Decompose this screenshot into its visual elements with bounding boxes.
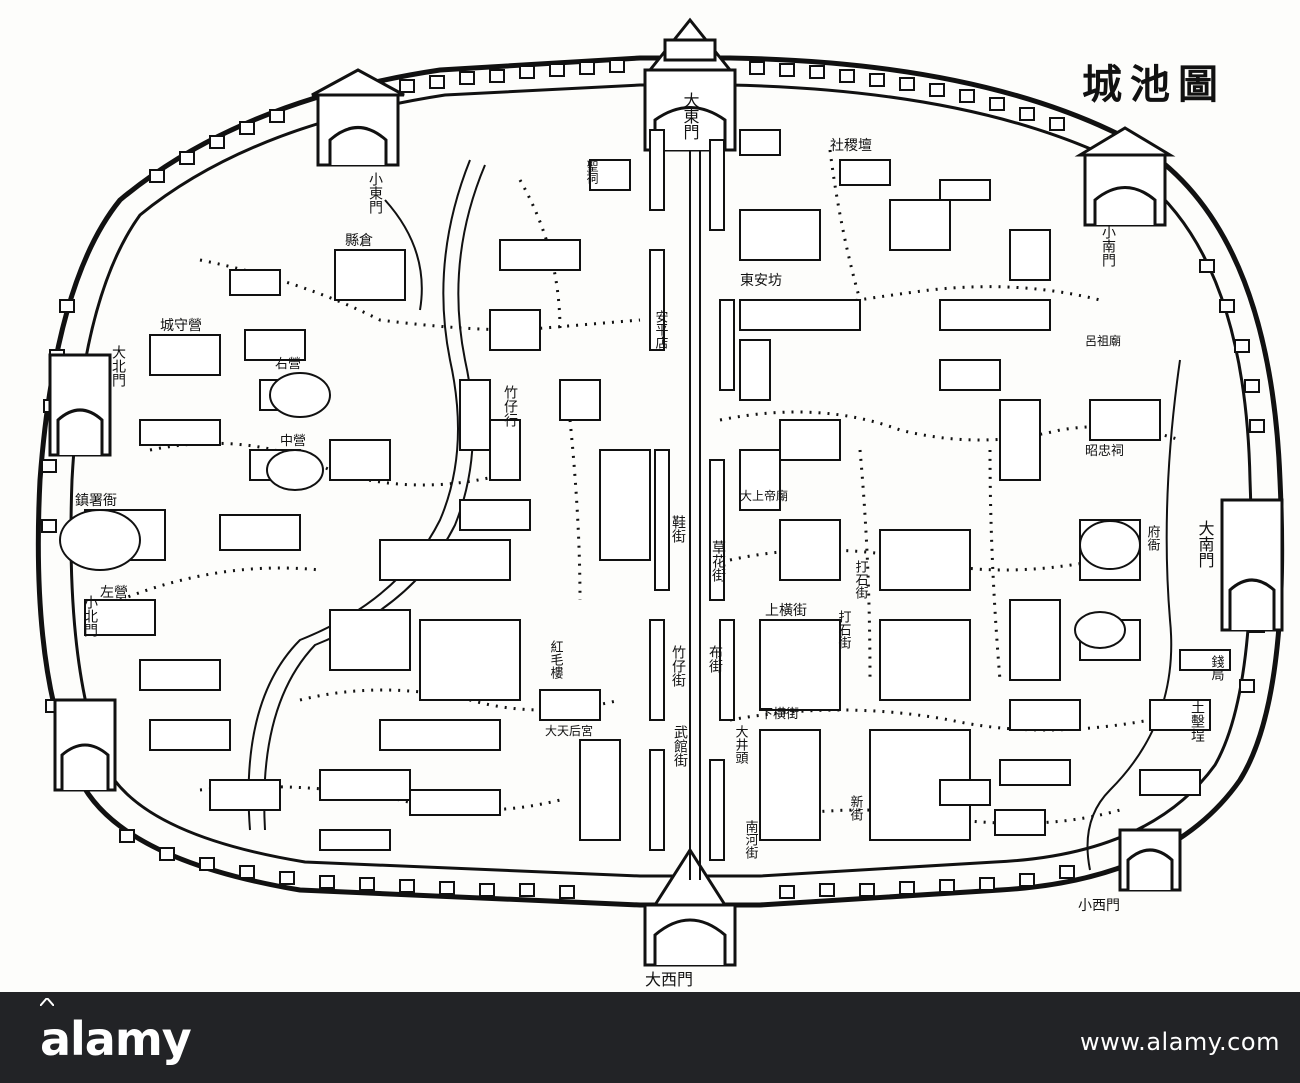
label-wu-guan-jie: 武館街	[672, 725, 688, 767]
label-big-south-gate: 大南門	[1196, 520, 1215, 569]
label-xia-heng-jie: 下橫街	[760, 707, 799, 722]
label-da-shang-di-miao: 大上帝廟	[740, 488, 788, 503]
label-cao-hua-jie: 草花街	[710, 540, 726, 582]
label-small-north-gate: 小北門	[82, 595, 98, 638]
label-hong-mao-lou: 紅毛樓	[548, 640, 564, 679]
label-da-jing-tou: 大井頭	[733, 725, 749, 764]
label-shang-heng-jie: 上橫街	[765, 603, 807, 619]
label-lv-zu-miao: 呂祖廟	[1085, 333, 1121, 348]
label-left-camp: 左營	[100, 585, 128, 601]
label-zhao-zhong-ci: 昭忠祠	[1085, 444, 1124, 459]
label-da-zhi-jie-2: 打石街	[836, 610, 852, 649]
website-text: www.alamy.com	[1080, 1028, 1280, 1056]
canal-west	[247, 159, 471, 831]
label-town-office: 鎮署衙	[75, 493, 117, 509]
label-tu-ji-kou: 土墼埕	[1189, 700, 1205, 742]
gate-tower-south	[643, 847, 737, 967]
canal-east	[1086, 359, 1181, 871]
brand-logo: alamy	[40, 1012, 192, 1066]
label-fu-ya: 府衙	[1145, 525, 1161, 551]
label-small-east-gate: 小東門	[367, 172, 383, 215]
gate-tower-east	[1220, 498, 1284, 632]
label-she-ji-altar: 社稷壇	[830, 137, 872, 154]
city-map: 大東門 小東門 小南門 大北門 小北門 大南門 安平店 竹仔行 鞋街 草花街 竹…	[35, 17, 1285, 989]
label-small-west-gate: 小西門	[1078, 898, 1120, 914]
city-wall-outer	[35, 55, 1285, 908]
label-big-west-gate: 大西門	[645, 970, 693, 989]
alamy-logo-icon	[40, 998, 54, 1006]
label-xie-jie: 鞋街	[670, 515, 686, 543]
label-bu-jie: 布街	[707, 645, 723, 673]
gate-tower-southeast	[1118, 828, 1182, 892]
label-big-north-gate: 大北門	[110, 345, 126, 388]
map-labels-horizontal: 縣倉 城守營 右營 中營 左營 鎮署衙 社稷壇 東安坊 上橫街 大上帝廟 昭忠祠…	[75, 137, 1124, 989]
city-wall-inner	[69, 83, 1253, 878]
label-right-camp: 右營	[275, 357, 301, 372]
label-da-tian-hou-miao: 大天后宮	[545, 723, 593, 738]
label-an-ping-shop: 安平店	[653, 310, 669, 349]
gate-tower-north	[643, 17, 737, 152]
label-zhu-zai-jie: 竹仔街	[670, 645, 686, 687]
label-east-an-fang: 東安坊	[740, 273, 782, 289]
building-blocks	[84, 129, 1231, 861]
gate-tower-northwest	[311, 68, 405, 167]
footer-bar: alamy www.alamy.com 2AR0G38	[0, 992, 1300, 1083]
label-big-east-gate: 大東門	[681, 92, 700, 141]
label-sheng-ci: 聖祠	[585, 160, 599, 184]
label-xin-jie: 新街	[848, 794, 864, 821]
map-labels: 大東門 小東門 小南門 大北門 小北門 大南門 安平店 竹仔行 鞋街 草花街 竹…	[82, 92, 1224, 859]
map-stage: 大東門 小東門 小南門 大北門 小北門 大南門 安平店 竹仔行 鞋街 草花街 竹…	[35, 17, 1285, 989]
map-title: 城池圖	[1082, 61, 1226, 108]
label-center-camp: 中營	[280, 434, 306, 449]
gate-tower-west	[48, 353, 112, 457]
gate-tower-northeast	[1074, 126, 1176, 227]
wall-battlements	[41, 59, 1270, 899]
gate-tower-southwest	[53, 698, 117, 792]
label-da-zhi-jie: 打石街	[853, 560, 869, 599]
canal-branch	[384, 199, 423, 311]
label-small-south-gate: 小南門	[1100, 225, 1116, 268]
label-nan-he-jie: 南河街	[743, 819, 759, 859]
label-city-guard: 城守營	[160, 318, 202, 334]
label-county-granary: 縣倉	[345, 233, 373, 249]
label-zhu-zi-hang: 竹仔行	[502, 385, 518, 428]
camps	[59, 372, 1141, 649]
label-qian-ju: 錢局	[1209, 654, 1225, 681]
